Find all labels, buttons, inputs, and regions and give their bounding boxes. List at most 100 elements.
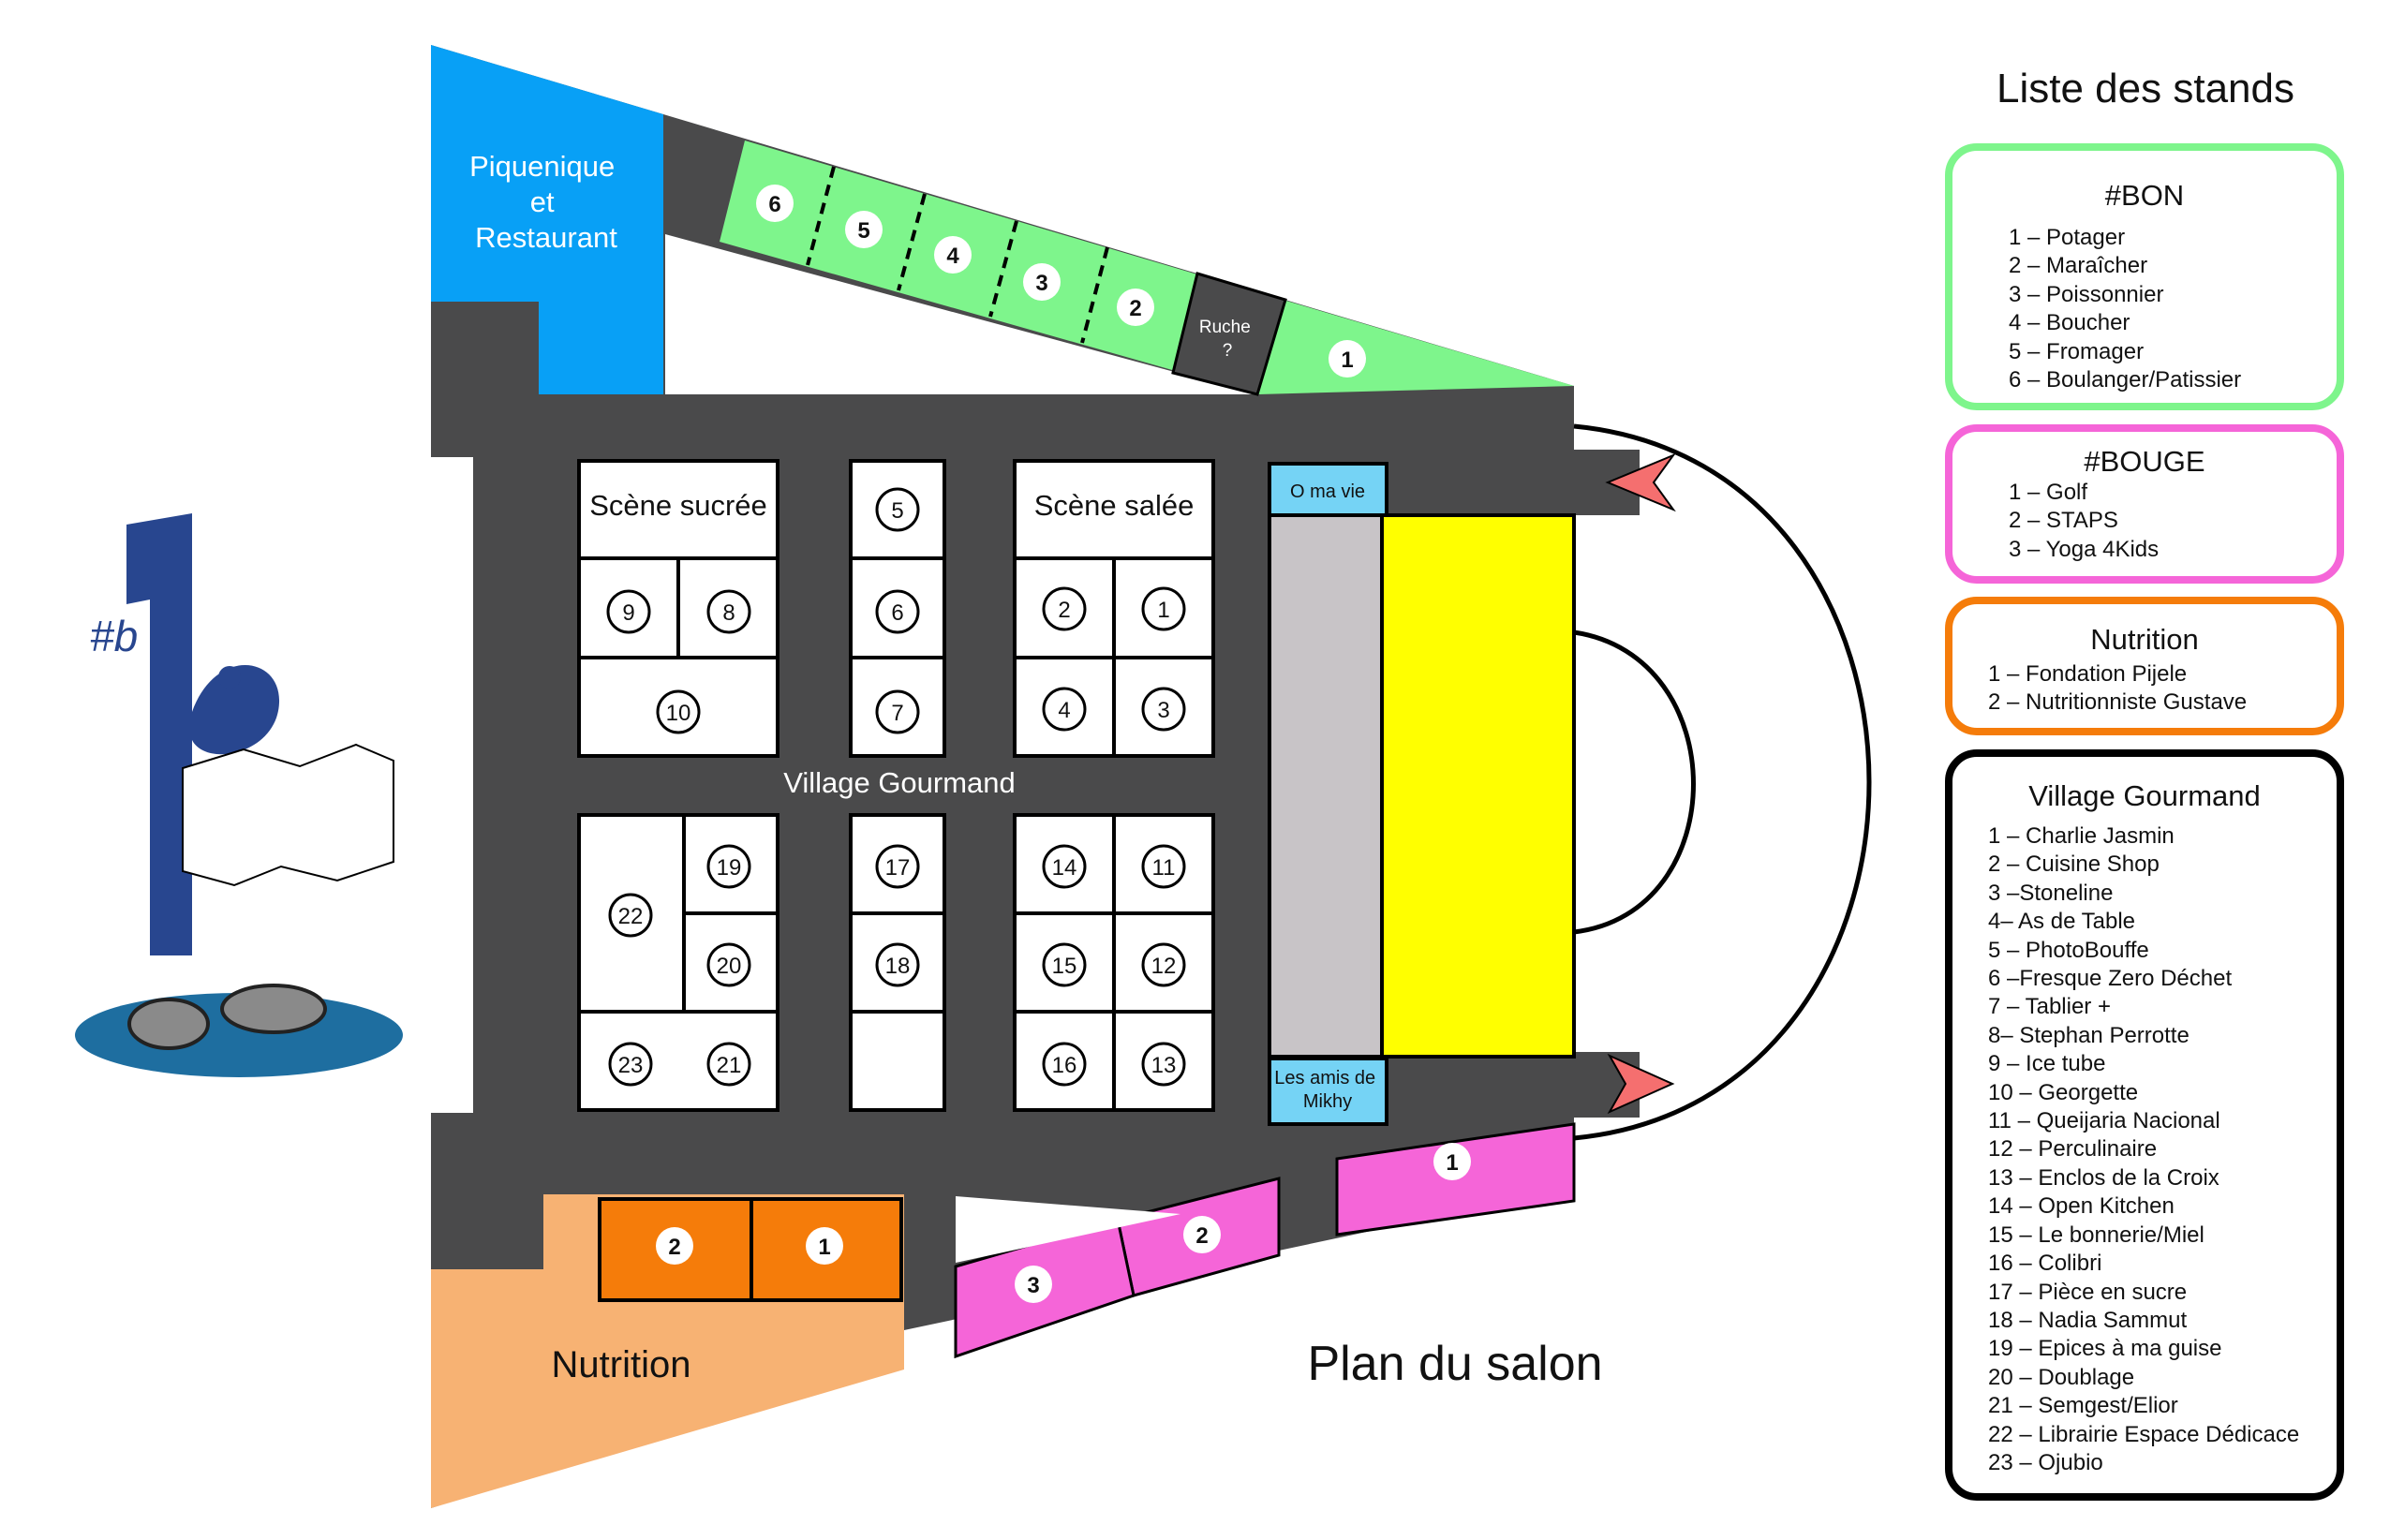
picnic-label-2: et: [530, 185, 555, 218]
stand-marker: [934, 236, 972, 274]
legend-village-title: Village Gourmand: [2028, 779, 2261, 812]
stand-marker: [1141, 1042, 1186, 1087]
legend-item: 23 – Ojubio: [1988, 1449, 2103, 1475]
stand-marker: [875, 487, 920, 532]
legend-item: 20 – Doublage: [1988, 1364, 2135, 1390]
svg-text:Piquenique et Restaura: Piquenique et Restaurant: [469, 150, 623, 254]
open-space-bottom: [956, 1196, 1180, 1263]
legend-item: 16 – Colibri: [1988, 1251, 2102, 1277]
legend-item: 1 – Golf: [2009, 480, 2088, 505]
stand-marker: [1042, 586, 1087, 631]
ruche-stand: [1171, 272, 1287, 396]
legend-item: 1 – Potager: [2009, 225, 2126, 250]
scene-salee-label: Scène salée: [1034, 489, 1195, 522]
stand-marker: [706, 942, 751, 987]
floor-area: [431, 45, 1574, 1508]
village-gourmand-label: Village Gourmand: [783, 766, 1016, 799]
legend-item: 9 – Ice tube: [1988, 1051, 2106, 1077]
stand-number: 13: [1151, 1053, 1177, 1078]
bon-divider: [806, 166, 836, 266]
bon-divider: [897, 193, 927, 291]
stand-number: 14: [1052, 855, 1077, 881]
stand-marker: [1433, 1143, 1471, 1180]
stand-number: 8: [722, 600, 735, 626]
stand-marker: [1042, 844, 1087, 889]
stage-grey-area: [1268, 513, 1384, 1059]
shoe-left: [127, 998, 210, 1050]
legend-item: 1 – Charlie Jasmin: [1988, 823, 2175, 849]
stand-marker: [875, 589, 920, 634]
stand-marker: [1141, 687, 1186, 732]
legend-bouge-title: #BOUGE: [2084, 445, 2205, 478]
stand-number: 2: [1129, 296, 1141, 321]
svg-text:Ruche ?: Ruche ?: [1199, 318, 1255, 361]
stand-number: 6: [768, 192, 780, 217]
stand-number: 9: [622, 600, 634, 626]
legend-item: 3 –Stoneline: [1988, 880, 2114, 906]
stand-number: 2: [668, 1235, 680, 1260]
stand-number: 18: [885, 954, 911, 979]
ruche-label-1: Ruche: [1199, 318, 1251, 337]
stand-marker: [706, 1042, 751, 1087]
picnic-label-1: Piquenique: [469, 150, 615, 183]
stand-number: 11: [1152, 855, 1176, 881]
stand-number: 10: [666, 701, 691, 726]
stand-marker: [656, 1227, 693, 1265]
map-brochure-icon: [182, 743, 394, 887]
stand-marker: [1042, 942, 1087, 987]
stand-marker: [1329, 340, 1366, 378]
stand-marker: [875, 689, 920, 734]
legend-item: 4– As de Table: [1988, 909, 2136, 935]
legend-item: 19 – Epices à ma guise: [1988, 1336, 2222, 1362]
shoe-right: [220, 984, 327, 1034]
legend-item: 22 – Librairie Espace Dédicace: [1988, 1421, 2300, 1447]
stand-marker: [1141, 844, 1186, 889]
bon-divider: [988, 220, 1018, 318]
scene-sucree-label: Scène sucrée: [589, 489, 767, 522]
nutrition-area-label: Nutrition: [552, 1344, 691, 1385]
stand-number: 2: [1195, 1223, 1208, 1249]
o-ma-vie-label: O ma vie: [1290, 481, 1365, 502]
auditorium-outer-curve: [1573, 423, 1872, 1141]
stand-number: 21: [717, 1053, 742, 1078]
stand-marker: [1042, 687, 1087, 732]
stand-number: 1: [818, 1235, 830, 1260]
stand-marker: [1023, 263, 1061, 301]
stand-number: 3: [1027, 1273, 1039, 1298]
legend-item: 2 – Cuisine Shop: [1988, 851, 2160, 878]
legend-item: 3 – Poissonnier: [2009, 281, 2164, 307]
mascot-eye: [218, 666, 241, 689]
bon-divider: [1080, 246, 1109, 344]
stand-marker: [875, 942, 920, 987]
legend-nutrition-title: Nutrition: [2090, 623, 2199, 656]
stand-number: 7: [891, 701, 903, 726]
picnic-area: [431, 45, 663, 394]
stand-number: 19: [717, 855, 742, 881]
stand-number: 5: [857, 218, 869, 244]
legend-item: 21 – Semgest/Elior: [1988, 1393, 2178, 1419]
stand-marker: [875, 844, 920, 889]
stand-number: 1: [1446, 1150, 1458, 1176]
logo-text: #b: [90, 612, 138, 660]
picnic-label-3: Restaurant: [475, 221, 617, 254]
stand-marker: [1141, 586, 1186, 631]
legend-item: 2 – Maraîcher: [2009, 253, 2148, 279]
ruche-label-2: ?: [1223, 341, 1233, 361]
legend-item: 17 – Pièce en sucre: [1988, 1279, 2188, 1305]
stand-number: 6: [891, 600, 903, 626]
legend-item: 5 – PhotoBouffe: [1988, 937, 2149, 963]
legend-bon-title: #BON: [2104, 179, 2185, 212]
svg-text:Les amis de Mikhy: Les amis de Mikhy: [1274, 1068, 1380, 1112]
stand-marker: [706, 844, 751, 889]
entrance-arrow-bottom: [1607, 1053, 1675, 1115]
stand-number: 4: [946, 244, 959, 269]
legend-item: 7 – Tablier +: [1988, 994, 2111, 1020]
stand-marker: [1141, 942, 1186, 987]
legend-item: 5 – Fromager: [2009, 338, 2145, 364]
legend-item: 1 – Fondation Pijele: [1988, 661, 2188, 687]
stand-marker: [1015, 1266, 1052, 1303]
